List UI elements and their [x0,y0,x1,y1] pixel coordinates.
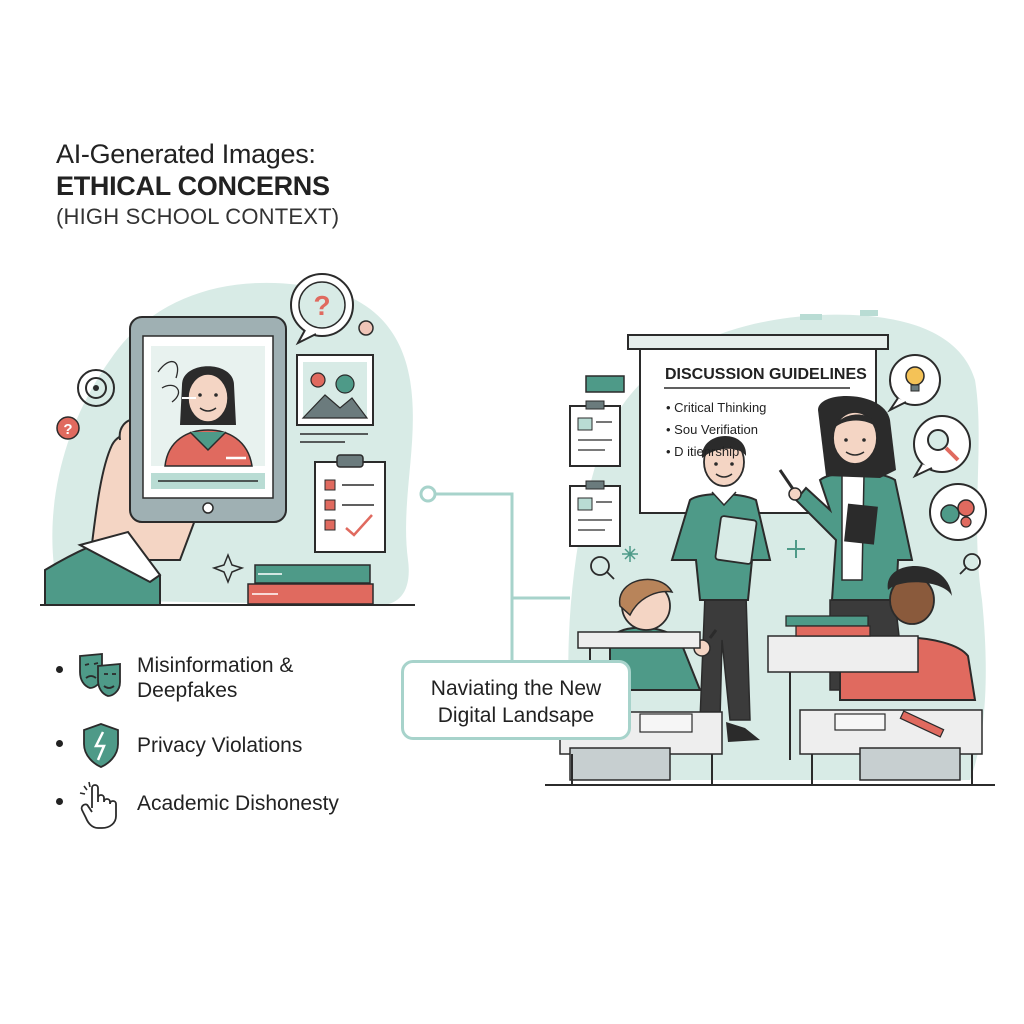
lightbulb-bubble-icon [887,354,941,413]
question-bubble-icon: ? [290,273,354,346]
sparkle-icon [211,552,245,585]
books-icon [247,564,374,605]
concern-item: Academic Dishonesty [50,778,410,838]
wall-sign [585,375,625,393]
callout-box: Naviating the New Digital Landsape [401,660,631,740]
concern-label: Misinformation & Deepfakes [137,653,293,703]
poster-icon-2 [569,480,621,547]
page-context: (HIGH SCHOOL CONTEXT) [56,204,340,229]
question-circle-icon: ? [56,416,80,440]
target-icon [77,369,115,407]
whiteboard-item: • Critical Thinking [666,400,767,415]
bullet-dot [56,740,63,747]
image-frame-icon [296,354,374,443]
desk-back-left [577,631,701,690]
whiteboard-title: DISCUSSION GUIDELINES [665,366,867,383]
sparkle-icon-2 [622,546,638,562]
left-scene: ? ? [40,273,415,606]
tablet-icon [129,316,287,523]
concern-item: Privacy Violations [50,720,410,780]
gears-bubble-icon [929,483,987,541]
whiteboard-item: • Sou Verifiation [666,422,758,437]
svg-text:?: ? [63,421,72,438]
callout-line-2: Digital Landsape [437,704,595,727]
whiteboard-item: • D itienrship [666,444,740,459]
connector-line [419,485,570,660]
desk-front-left [559,711,723,785]
desk-front-right [799,709,983,785]
theater-masks-icon [79,653,121,697]
concern-label-line-2: Deepfakes [137,679,238,702]
search-small-icon-2 [959,553,981,575]
clipboard-checklist-icon [314,454,386,553]
magnifier-bubble-icon [912,415,971,479]
search-small-icon [590,556,615,580]
concern-label-line-1: Misinformation & [137,654,294,677]
bullet-dot [56,798,63,805]
concern-label: Academic Dishonesty [137,792,339,815]
bullet-dot [56,666,63,673]
desk-back-right [767,615,919,760]
broken-shield-icon [83,723,119,768]
svg-text:?: ? [313,290,330,321]
sparkle-icon-3 [787,540,805,558]
dot-icon [358,320,374,336]
pointing-hand-icon [79,781,117,829]
concern-label: Privacy Violations [137,734,303,757]
title-block: AI-Generated Images: ETHICAL CONCERNS (H… [56,138,339,232]
callout-line-1: Naviating the New [430,677,602,700]
poster-icon [569,400,621,467]
concern-item: Misinformation & Deepfakes [50,646,410,706]
page-subtitle: ETHICAL CONCERNS [56,171,330,201]
right-scene [545,310,995,786]
page-title: AI-Generated Images: [56,139,316,169]
standing-student [670,435,772,742]
